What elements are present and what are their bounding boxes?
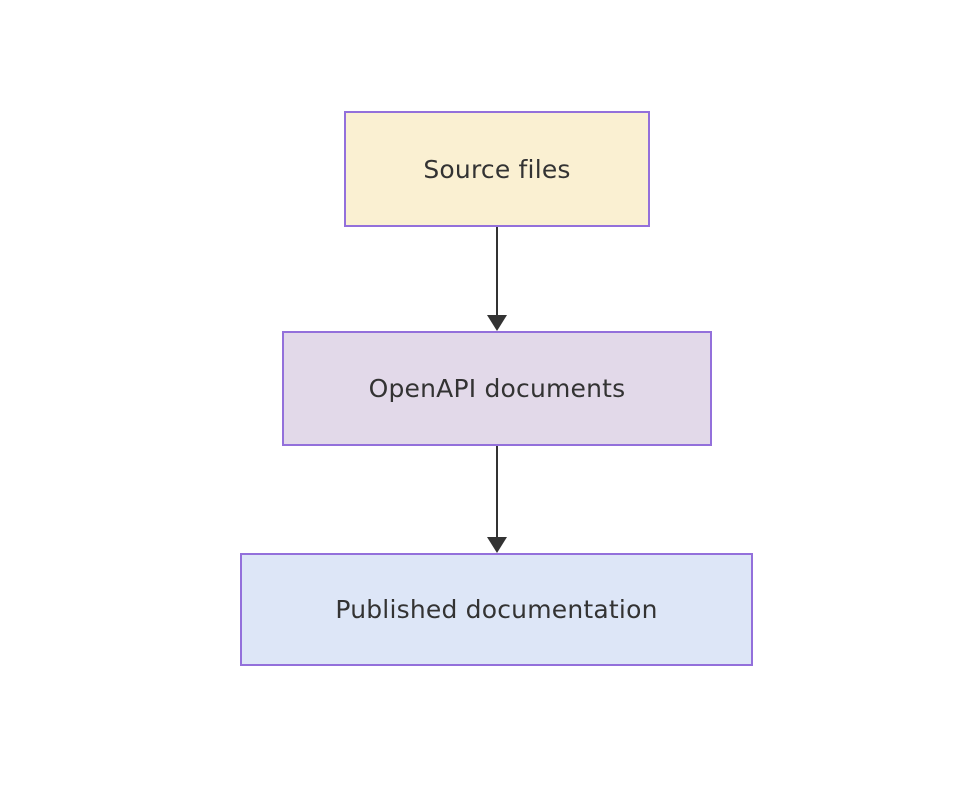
node-openapi-documents-label: OpenAPI documents bbox=[368, 374, 626, 403]
node-published-documentation: Published documentation bbox=[240, 553, 753, 666]
node-source-files-label: Source files bbox=[423, 154, 571, 184]
node-published-documentation-label: Published documentation bbox=[335, 595, 658, 624]
edge-arrow-openapi-to-published bbox=[487, 446, 507, 553]
node-source-files: Source files bbox=[344, 111, 650, 227]
node-openapi-documents: OpenAPI documents bbox=[282, 331, 712, 446]
edge-arrow-source-to-openapi bbox=[487, 227, 507, 331]
